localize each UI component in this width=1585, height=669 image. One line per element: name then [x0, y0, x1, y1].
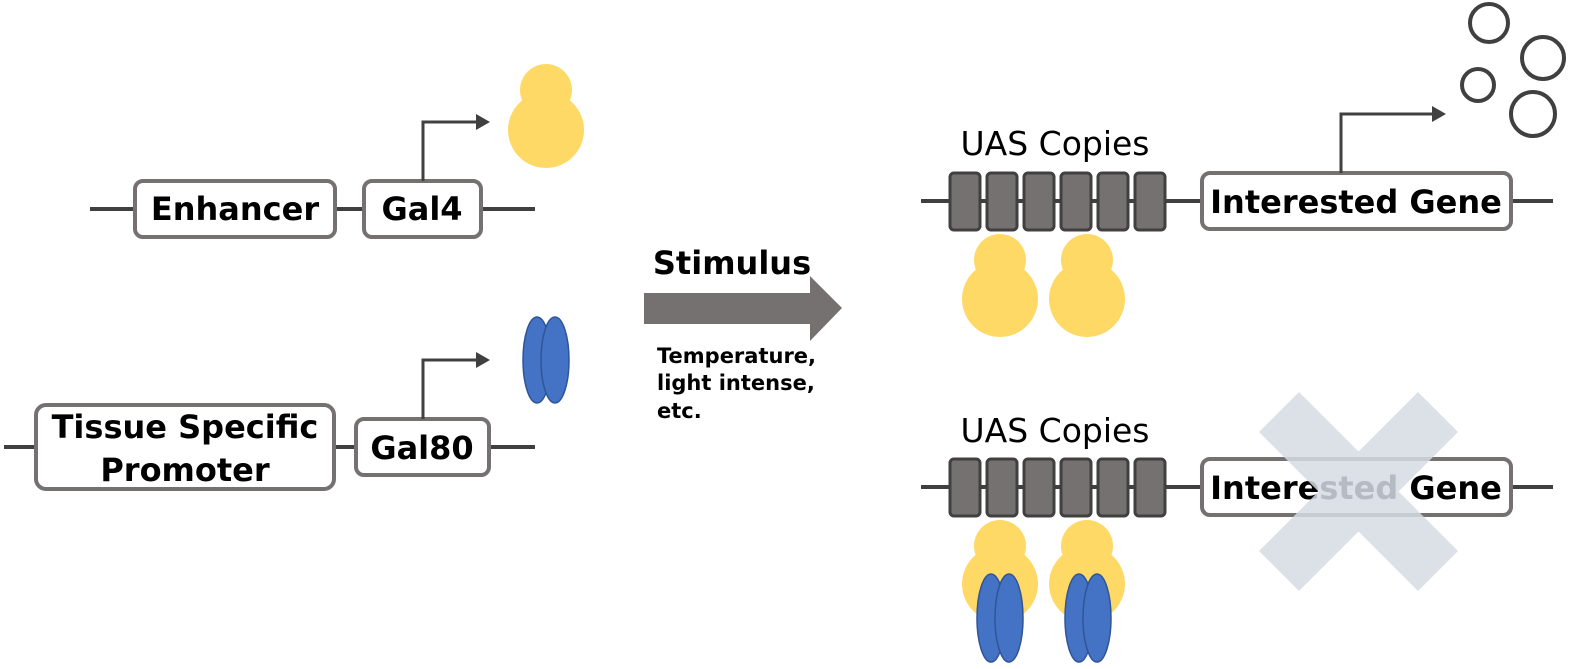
gal80-protein-icon [522, 316, 570, 404]
active-expression: UAS Copies Interested Gene [921, 2, 1566, 337]
uas-blocks [948, 171, 1167, 232]
gal4-gal80-complex-icon [1049, 520, 1125, 663]
uas-copies-label: UAS Copies [960, 124, 1149, 163]
stimulus-arrow [644, 276, 842, 341]
conditions-line1: Temperature, [657, 344, 816, 368]
expressed-product-icons [1460, 2, 1566, 138]
conditions-line2: light intense, [657, 371, 815, 395]
gal4-protein-icon [1049, 234, 1125, 337]
repressed-expression: UAS Copies Interested Gene [921, 392, 1553, 663]
blocked-cross-icon [1259, 392, 1458, 591]
transcription-arrow-head [476, 352, 490, 368]
gal4-label: Gal4 [381, 190, 462, 228]
enhancer-box [133, 179, 337, 239]
uas-blocks [948, 457, 1167, 518]
gal80-construct: Tissue Specific Promoter Gal80 [4, 316, 570, 491]
gal4-gal80-complex-icon [962, 520, 1038, 663]
promoter-label-line2: Promoter [100, 451, 270, 489]
stimulus-section: Stimulus Temperature, light intense, etc… [644, 244, 842, 423]
stimulus-label: Stimulus [653, 244, 811, 282]
uas-copies-label: UAS Copies [960, 411, 1149, 450]
gal4-protein-icon [962, 234, 1038, 337]
transcription-arrow [421, 120, 478, 181]
enhancer-label: Enhancer [151, 190, 319, 228]
gal4-construct: Enhancer Gal4 [90, 64, 584, 239]
transcription-arrow-head [1432, 106, 1446, 122]
promoter-label-line1: Tissue Specific [52, 408, 319, 446]
gal4-protein-icon [508, 64, 584, 168]
promoter-box [34, 403, 336, 491]
interested-gene-label: Interested Gene [1210, 183, 1502, 221]
transcription-arrow [1339, 112, 1434, 173]
interested-gene-box [1200, 171, 1513, 231]
transcription-arrow-head [476, 114, 490, 130]
transcription-arrow [421, 358, 478, 419]
gal80-label: Gal80 [370, 429, 473, 467]
conditions-line3: etc. [657, 399, 702, 423]
